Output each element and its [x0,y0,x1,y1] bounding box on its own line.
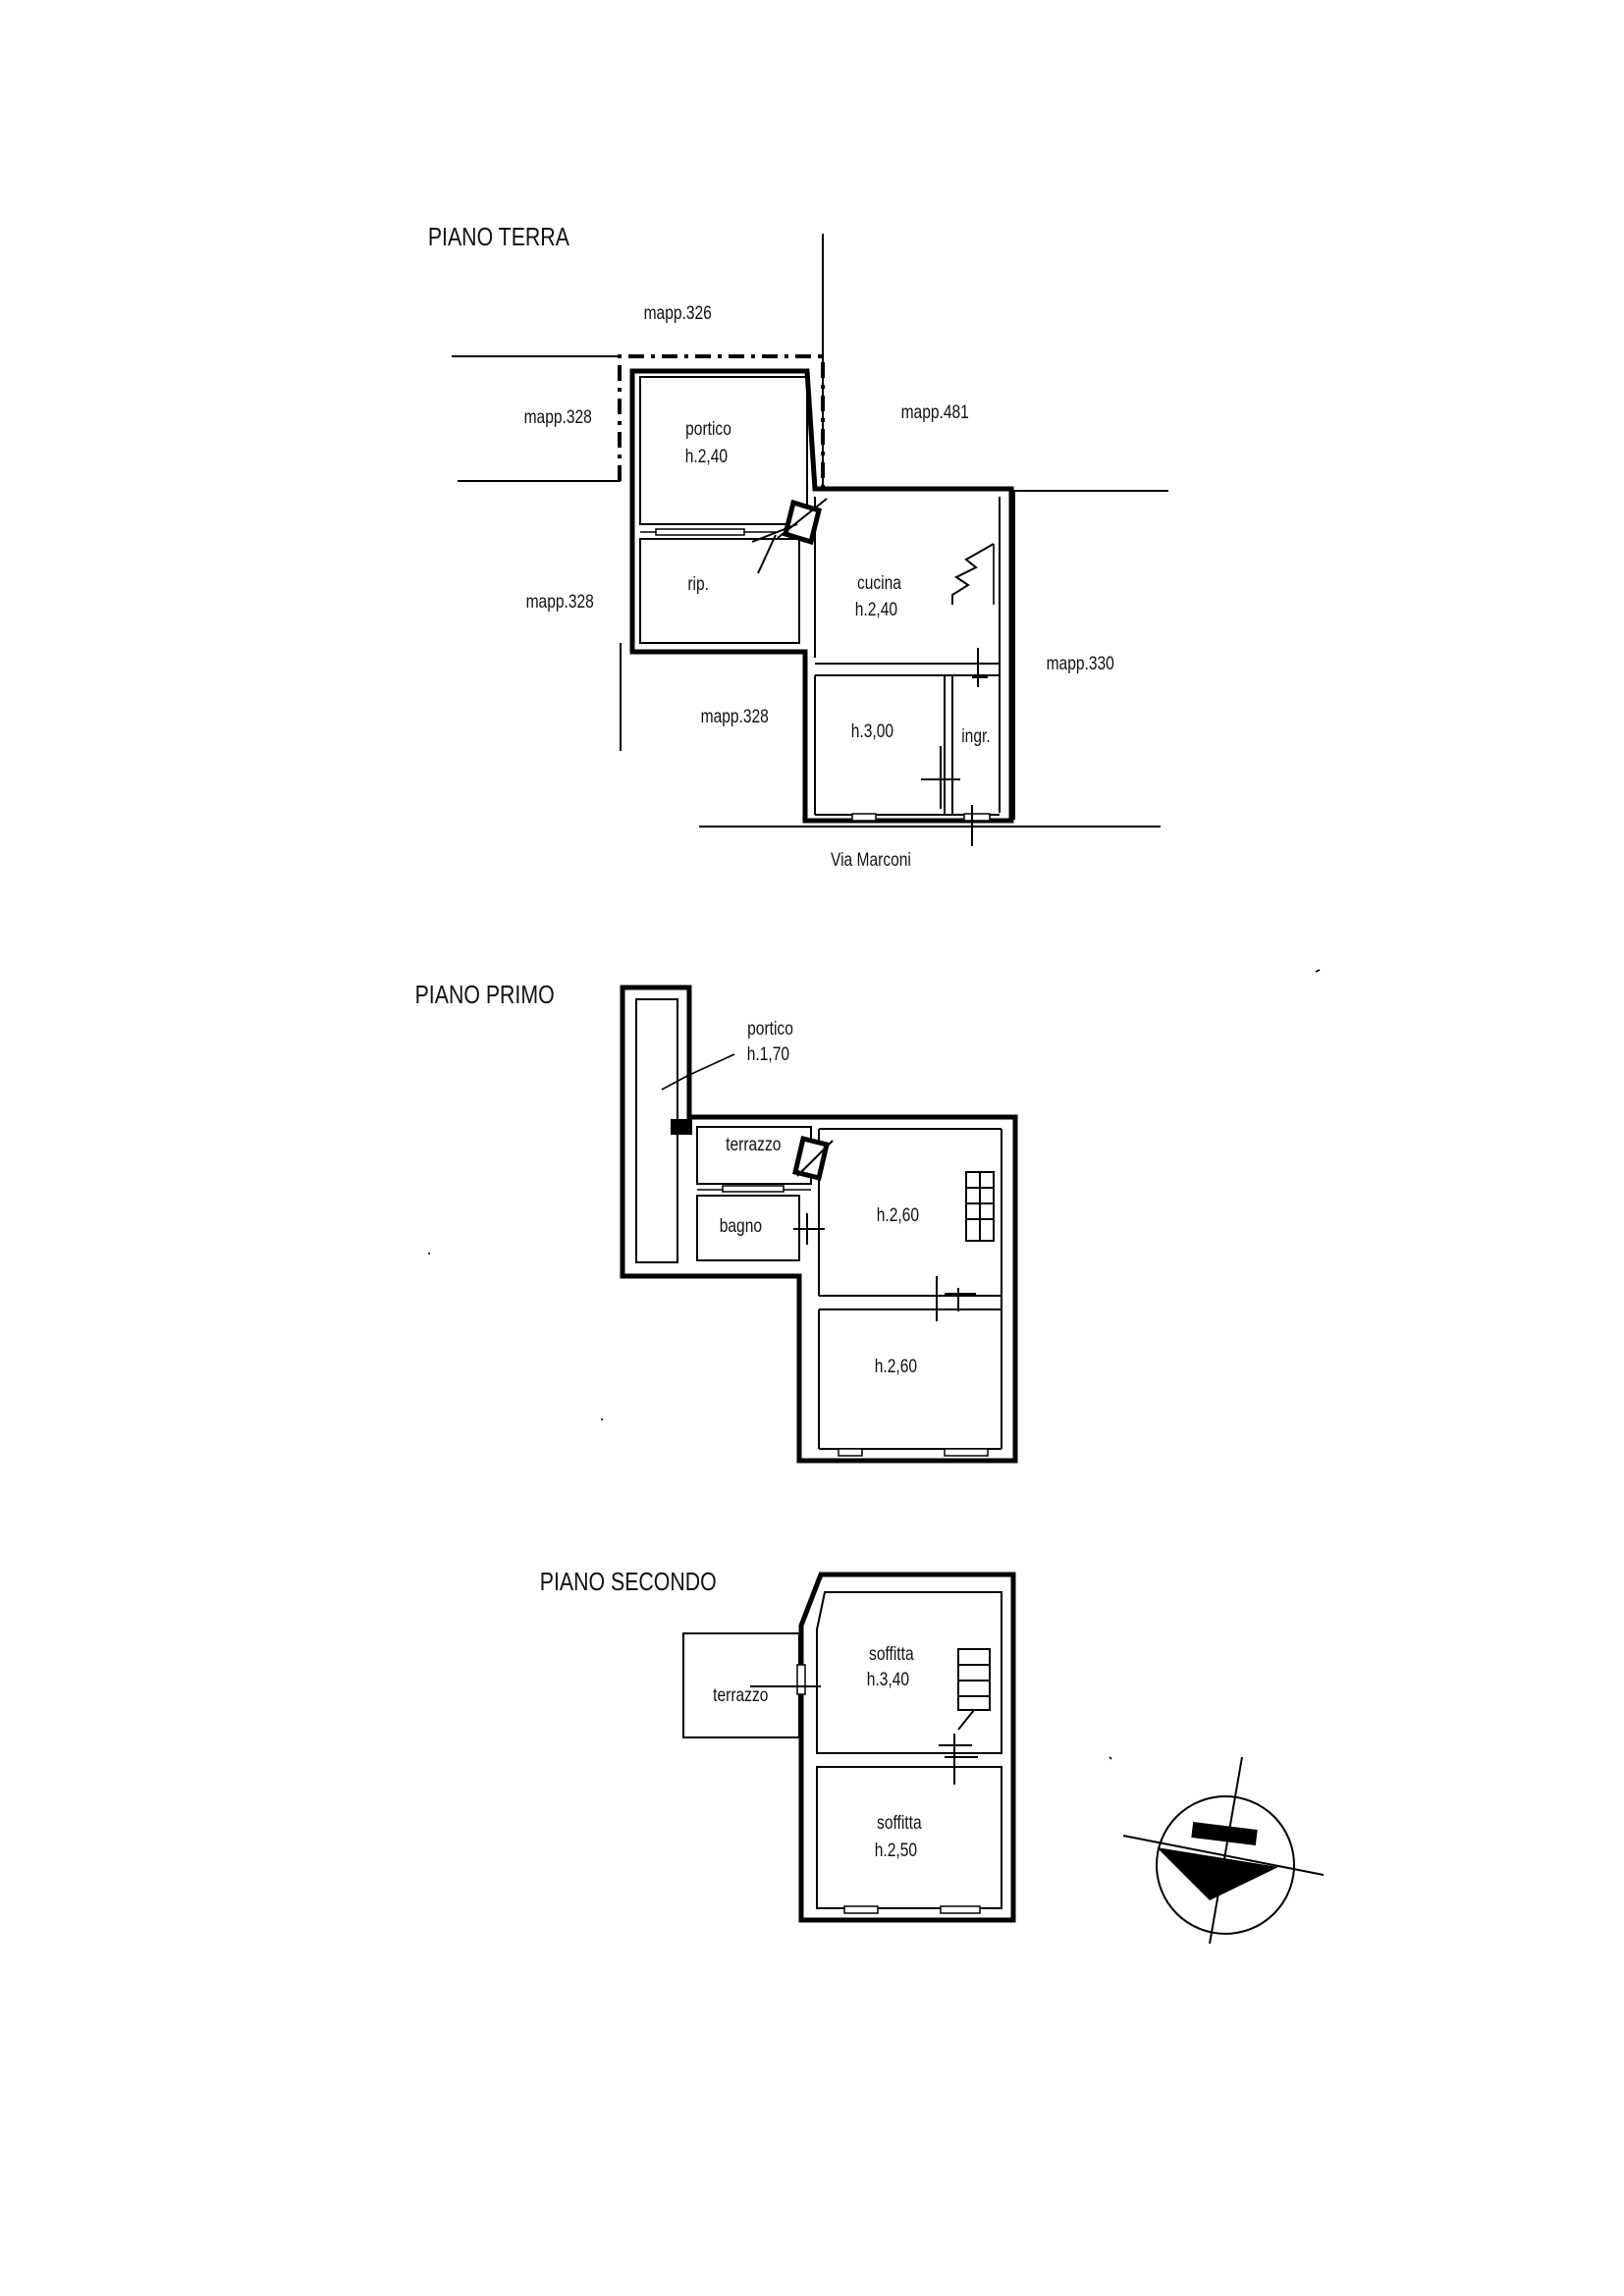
second-stairs-icon [957,1648,991,1731]
label-mapp-481: mapp.481 [901,401,969,423]
portico-property-line [618,354,825,489]
room-name-terrazzo-second: terrazzo [713,1684,768,1706]
room-height-portico-first: h.1,70 [747,1043,789,1065]
label-mapp-326: mapp.326 [644,302,712,324]
ground-floor-outline [629,368,1014,824]
ground-floor-title: PIANO TERRA [428,223,569,252]
ground-stairs-icon [951,543,995,605]
second-floor-plan: PIANO SECONDO te [540,1568,1016,1923]
first-doors [661,1053,976,1321]
room-name-ingresso: ingr. [961,725,990,747]
room-height-cucina: h.2,40 [855,599,897,620]
ground-floor-plan: PIANO TERRA [428,223,1168,870]
room-height-soffitta-back: h.3,40 [867,1669,909,1690]
room-name-portico: portico [685,418,731,440]
second-interior-walls [816,1591,1002,1909]
north-arrow-icon [1122,1756,1325,1945]
room-name-ripostiglio: rip. [687,573,709,595]
second-doors [750,1685,978,1785]
label-mapp-328-south: mapp.328 [701,706,769,727]
room-name-cucina: cucina [857,572,901,594]
ground-windows [655,528,991,822]
label-mapp-328-rip: mapp.328 [526,591,594,613]
room-height-front: h.3,00 [851,721,893,742]
room-name-soffitta-back: soffitta [869,1643,914,1665]
room-height-back-first: h.2,60 [877,1204,919,1226]
room-name-portico-first: portico [747,1018,793,1040]
second-windows [796,1664,981,1914]
second-floor-title: PIANO SECONDO [540,1568,717,1597]
ground-interior-walls [639,376,1001,816]
first-stairs-icon [965,1171,995,1242]
label-mapp-328-west: mapp.328 [524,406,592,428]
scan-specks [428,969,1321,1760]
room-height-soffitta-front: h.2,50 [875,1840,917,1861]
first-floor-plan: PIANO PRIMO [415,981,1018,1464]
room-name-soffitta-front: soffitta [877,1812,922,1834]
room-height-portico: h.2,40 [685,446,728,467]
label-mapp-330: mapp.330 [1047,653,1114,674]
room-name-terrazzo-first: terrazzo [726,1134,781,1155]
first-windows [671,1119,989,1457]
room-name-bagno: bagno [720,1215,762,1237]
first-floor-title: PIANO PRIMO [415,981,555,1010]
label-street: Via Marconi [831,849,911,871]
second-floor-outline [798,1572,1016,1923]
room-height-front-first: h.2,60 [875,1356,917,1377]
ground-doors [751,498,988,846]
